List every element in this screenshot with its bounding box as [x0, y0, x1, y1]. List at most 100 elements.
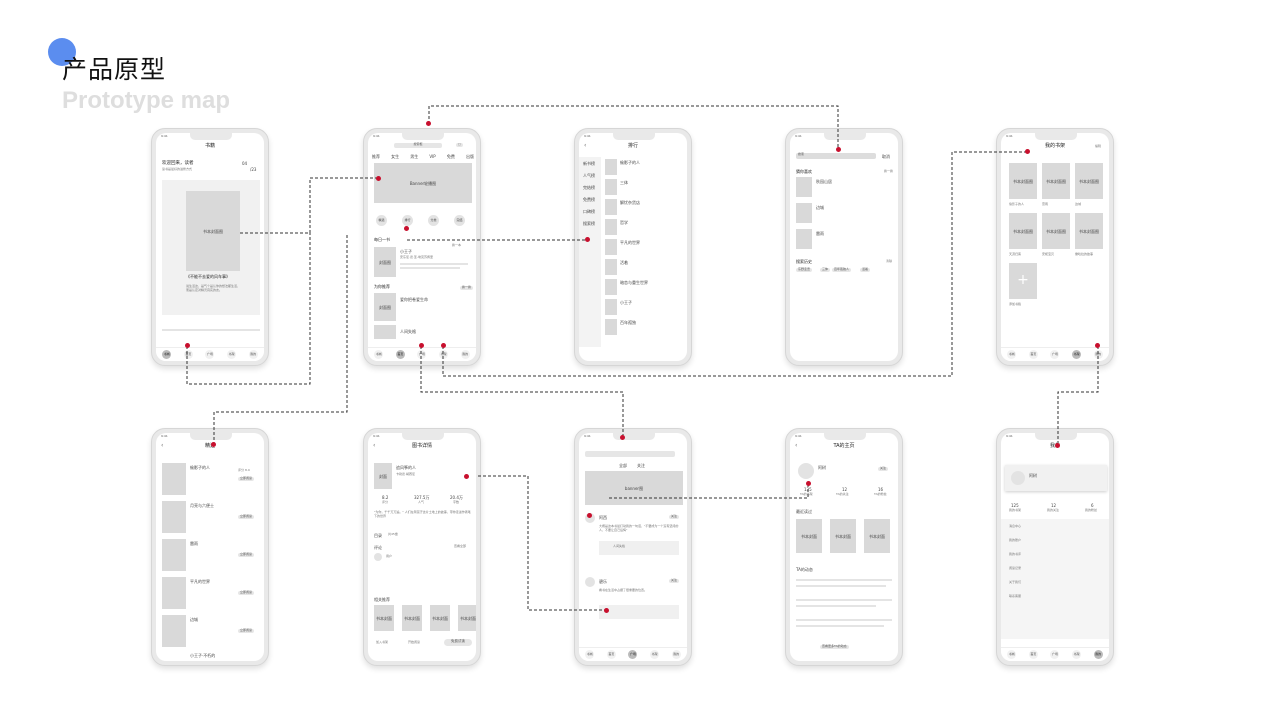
entry-category[interactable]: 分类 — [428, 215, 439, 226]
tab-recommend[interactable]: 推荐 — [372, 154, 380, 159]
entry-featured[interactable]: 精选 — [376, 215, 387, 226]
featured-book-1[interactable]: 偷影子的人 — [190, 465, 210, 470]
history-tag[interactable]: 百年孤独人 — [832, 267, 852, 272]
side-free[interactable]: 免费榜 — [583, 197, 595, 202]
tab-store[interactable]: 书城 — [1007, 650, 1017, 659]
shelf-cover[interactable]: 书本封面图 — [1009, 213, 1037, 249]
featured-book-5[interactable]: 边城 — [190, 617, 198, 622]
change-link[interactable]: 换一本 — [452, 243, 462, 247]
menu-support[interactable]: 联系客服 — [1009, 594, 1022, 598]
tab-home[interactable]: 首页 — [606, 650, 616, 659]
menu-history[interactable]: 阅读记录 — [1009, 566, 1022, 570]
stat-value[interactable]: 125 — [1011, 503, 1019, 508]
rank-book-2[interactable]: 三体 — [620, 180, 628, 185]
side-praise[interactable]: 口碑榜 — [583, 209, 595, 214]
sign-icon[interactable]: ▢ — [456, 142, 463, 147]
recent-cover[interactable]: 书本封面 — [830, 519, 856, 553]
hot-book-2[interactable]: 边城 — [816, 205, 824, 210]
shelf-cover[interactable]: 书本封面图 — [1009, 163, 1037, 199]
side-hot[interactable]: 人气榜 — [583, 173, 595, 178]
follow-button[interactable]: 关注 — [669, 514, 680, 519]
featured-book-2[interactable]: 月亮与六便士 — [190, 503, 214, 508]
featured-book-4[interactable]: 平凡的世界 — [190, 579, 210, 584]
rank-book-9[interactable]: 百年孤独 — [620, 320, 636, 325]
related-cover[interactable]: 书本封面 — [402, 605, 422, 631]
shared-book[interactable] — [599, 605, 679, 619]
tab-home[interactable]: 首页 — [1028, 350, 1038, 359]
side-new[interactable]: 新书榜 — [583, 161, 595, 166]
tab-shelf[interactable]: 书架 — [1072, 350, 1082, 359]
entry-ranking[interactable]: 排行 — [402, 215, 413, 226]
search-input[interactable] — [585, 451, 675, 457]
shared-book[interactable] — [599, 541, 679, 555]
banner-carousel[interactable]: Banner轮播图 — [374, 163, 472, 203]
read-button[interactable]: 立即阅读 — [238, 476, 255, 481]
tab-me[interactable]: 我的 — [248, 350, 258, 359]
tab-store[interactable]: 书城 — [374, 350, 384, 359]
stat-value[interactable]: 12 — [842, 487, 848, 492]
tab-all[interactable]: 全部 — [619, 463, 627, 468]
rank-book-5[interactable]: 平凡的世界 — [620, 240, 640, 245]
featured-book-3[interactable]: 雷雨 — [190, 541, 198, 546]
tab-square[interactable]: 广场 — [205, 350, 215, 359]
stat-value[interactable]: 12 — [1051, 503, 1057, 508]
follow-button[interactable]: 关注 — [669, 578, 680, 583]
read-button[interactable]: 立即阅读 — [238, 552, 255, 557]
tab-me[interactable]: 我的 — [460, 350, 470, 359]
tab-publish[interactable]: 出版 — [465, 154, 474, 159]
hot-book-3[interactable]: 雷雨 — [816, 231, 824, 236]
add-book-button[interactable]: + — [1009, 263, 1037, 299]
tab-store[interactable]: 书城 — [162, 350, 172, 359]
shelf-cover[interactable]: 书本封面图 — [1042, 213, 1070, 249]
side-search[interactable]: 搜索榜 — [583, 221, 595, 226]
refresh-button[interactable]: 换一换 — [460, 285, 474, 290]
tab-home[interactable]: 首页 — [1028, 650, 1038, 659]
search-input[interactable]: 搜索 — [796, 152, 876, 159]
menu-messages[interactable]: 消息中心 — [1009, 524, 1022, 528]
entry-finished[interactable]: 完结 — [454, 215, 465, 226]
tab-shelf[interactable]: 书架 — [1072, 650, 1082, 659]
start-read-button[interactable]: 开始阅读 — [408, 640, 421, 644]
tab-vip[interactable]: VIP — [429, 154, 436, 159]
related-cover[interactable]: 书本封面 — [374, 605, 394, 631]
rank-book-6[interactable]: 活着 — [620, 260, 628, 265]
read-button[interactable]: 立即阅读 — [238, 514, 255, 519]
menu-account[interactable]: 我的账户 — [1009, 538, 1022, 542]
refresh-link[interactable]: 换一换 — [884, 169, 894, 173]
rank-book-8[interactable]: 小王子 — [620, 300, 632, 305]
tab-square[interactable]: 广场 — [1050, 650, 1060, 659]
tab-store[interactable]: 书城 — [585, 650, 595, 659]
tab-shelf[interactable]: 书架 — [227, 350, 237, 359]
rank-book-4[interactable]: 哲学 — [620, 220, 628, 225]
cancel-button[interactable]: 取消 — [882, 154, 890, 159]
edit-button[interactable]: 编辑 — [1095, 144, 1102, 148]
view-all-link[interactable]: 查看全部 — [454, 544, 467, 548]
tab-home[interactable]: 首页 — [395, 350, 405, 359]
catalog-label[interactable]: 目录 — [374, 533, 382, 538]
more-dynamics-button[interactable]: 查看更多TA的动态 — [820, 644, 849, 649]
search-input[interactable]: 搜索框 — [394, 142, 442, 148]
tab-square[interactable]: 广场 — [628, 650, 638, 659]
history-tag[interactable]: 活着 — [860, 267, 871, 272]
read-button[interactable]: 立即阅读 — [238, 628, 255, 633]
tab-male[interactable]: 男生 — [410, 154, 419, 159]
tab-store[interactable]: 书城 — [1007, 350, 1017, 359]
recent-cover[interactable]: 书本封面 — [864, 519, 890, 553]
rank-book-3[interactable]: 解忧杂货店 — [620, 200, 640, 205]
shelf-cover[interactable]: 书本封面图 — [1075, 213, 1103, 249]
tab-home[interactable]: 首页 — [183, 350, 193, 359]
featured-book-6[interactable]: 小王子·不朽的 — [190, 653, 216, 658]
side-finished[interactable]: 完结榜 — [583, 185, 595, 190]
read-button[interactable]: 立即阅读 — [238, 590, 255, 595]
tab-me[interactable]: 我的 — [671, 650, 681, 659]
tab-me[interactable]: 我的 — [1093, 650, 1103, 659]
tab-shelf[interactable]: 书架 — [650, 650, 660, 659]
history-tag[interactable]: 三体 — [820, 267, 831, 272]
menu-about[interactable]: 关于我们 — [1009, 580, 1022, 584]
tab-shelf[interactable]: 书架 — [439, 350, 449, 359]
stat-value[interactable]: 16 — [878, 487, 884, 492]
tab-square[interactable]: 广场 — [1050, 350, 1060, 359]
tab-square[interactable]: 广场 — [417, 350, 427, 359]
rank-book-7[interactable]: 暗恋与重生世界 — [620, 280, 648, 285]
tab-free[interactable]: 免费 — [446, 154, 455, 159]
